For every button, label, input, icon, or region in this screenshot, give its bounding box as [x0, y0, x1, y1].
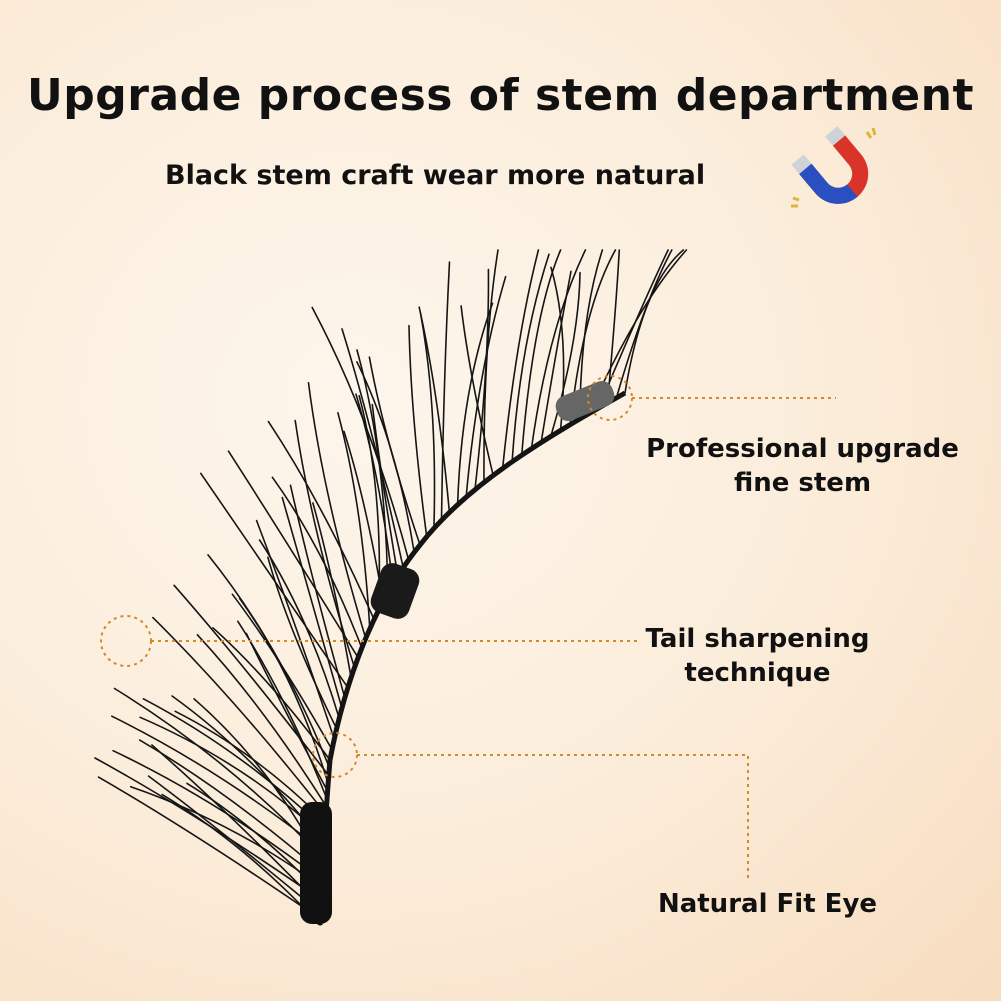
lash-hair	[258, 539, 340, 720]
lash-hair	[289, 484, 346, 699]
page-subtitle: Black stem craft wear more natural	[165, 160, 706, 191]
lash-hair	[294, 419, 356, 669]
lash-hair	[152, 616, 327, 816]
callout-fine-stem-line1: Professional upgrade	[646, 434, 959, 464]
lash-hair	[196, 634, 328, 808]
lash-hair	[465, 275, 507, 498]
lash-hair	[615, 249, 673, 399]
lash-hair	[520, 249, 562, 456]
lash-hair	[113, 687, 325, 860]
lash-hair	[501, 249, 540, 470]
callout-fit: Natural Fit Eye	[657, 889, 878, 919]
lash-hair	[307, 382, 367, 640]
lash-hair	[267, 420, 375, 621]
lash-hair	[356, 349, 389, 594]
callout-tail-line2: technique	[684, 658, 831, 688]
lash-hair	[238, 597, 329, 785]
lash-hair	[341, 328, 404, 569]
callout-tail-line1: Tail sharpening	[645, 624, 870, 654]
lash-hair	[606, 249, 621, 404]
lash-hair	[255, 519, 336, 740]
lash-hair	[460, 305, 494, 477]
lash-hair	[624, 249, 685, 394]
magnet-icon	[791, 126, 877, 208]
lash-hair	[112, 749, 323, 881]
lash-hair	[356, 361, 415, 554]
lash-hair	[237, 620, 328, 800]
lash-hair	[511, 253, 550, 463]
lash-hair	[212, 627, 331, 761]
lash-hair	[440, 261, 451, 522]
lash-hair	[94, 757, 322, 901]
page-title: Upgrade process of stem department	[26, 70, 975, 121]
lash-hair	[267, 556, 338, 730]
lash-hair	[474, 268, 490, 491]
lash-hair	[281, 496, 343, 709]
lash-hair	[227, 450, 359, 659]
lash-hair	[151, 744, 322, 908]
lash-hair	[419, 312, 436, 530]
lash-hair	[173, 584, 330, 777]
callout-lines	[100, 375, 836, 880]
callout-tail: Tail sharpening technique	[630, 622, 885, 690]
lash-hair	[312, 502, 352, 679]
magnet-pad-bottom	[300, 802, 332, 924]
callout-circle-tail	[100, 615, 152, 667]
lash-hair	[161, 793, 321, 926]
magnet-pad-middle	[370, 563, 420, 619]
lash-hair	[456, 302, 494, 506]
lash-hair	[530, 249, 587, 450]
lash-hair	[147, 775, 322, 914]
lash-hair	[271, 476, 363, 649]
lash-hair	[97, 776, 322, 920]
lash-hairs	[94, 249, 688, 926]
lash-hair	[245, 632, 329, 792]
magnet-pad-top	[555, 381, 615, 421]
lash-band	[317, 390, 627, 926]
lash-hair	[355, 393, 394, 585]
lash-hair	[408, 324, 428, 538]
lash-hair	[550, 271, 581, 438]
lash-hair	[371, 403, 399, 577]
lash-hair	[540, 270, 572, 444]
callout-fine-stem-line2: fine stem	[733, 468, 872, 498]
callout-fine-stem: Professional upgrade fine stem	[630, 432, 975, 500]
lash-hair	[337, 412, 371, 630]
